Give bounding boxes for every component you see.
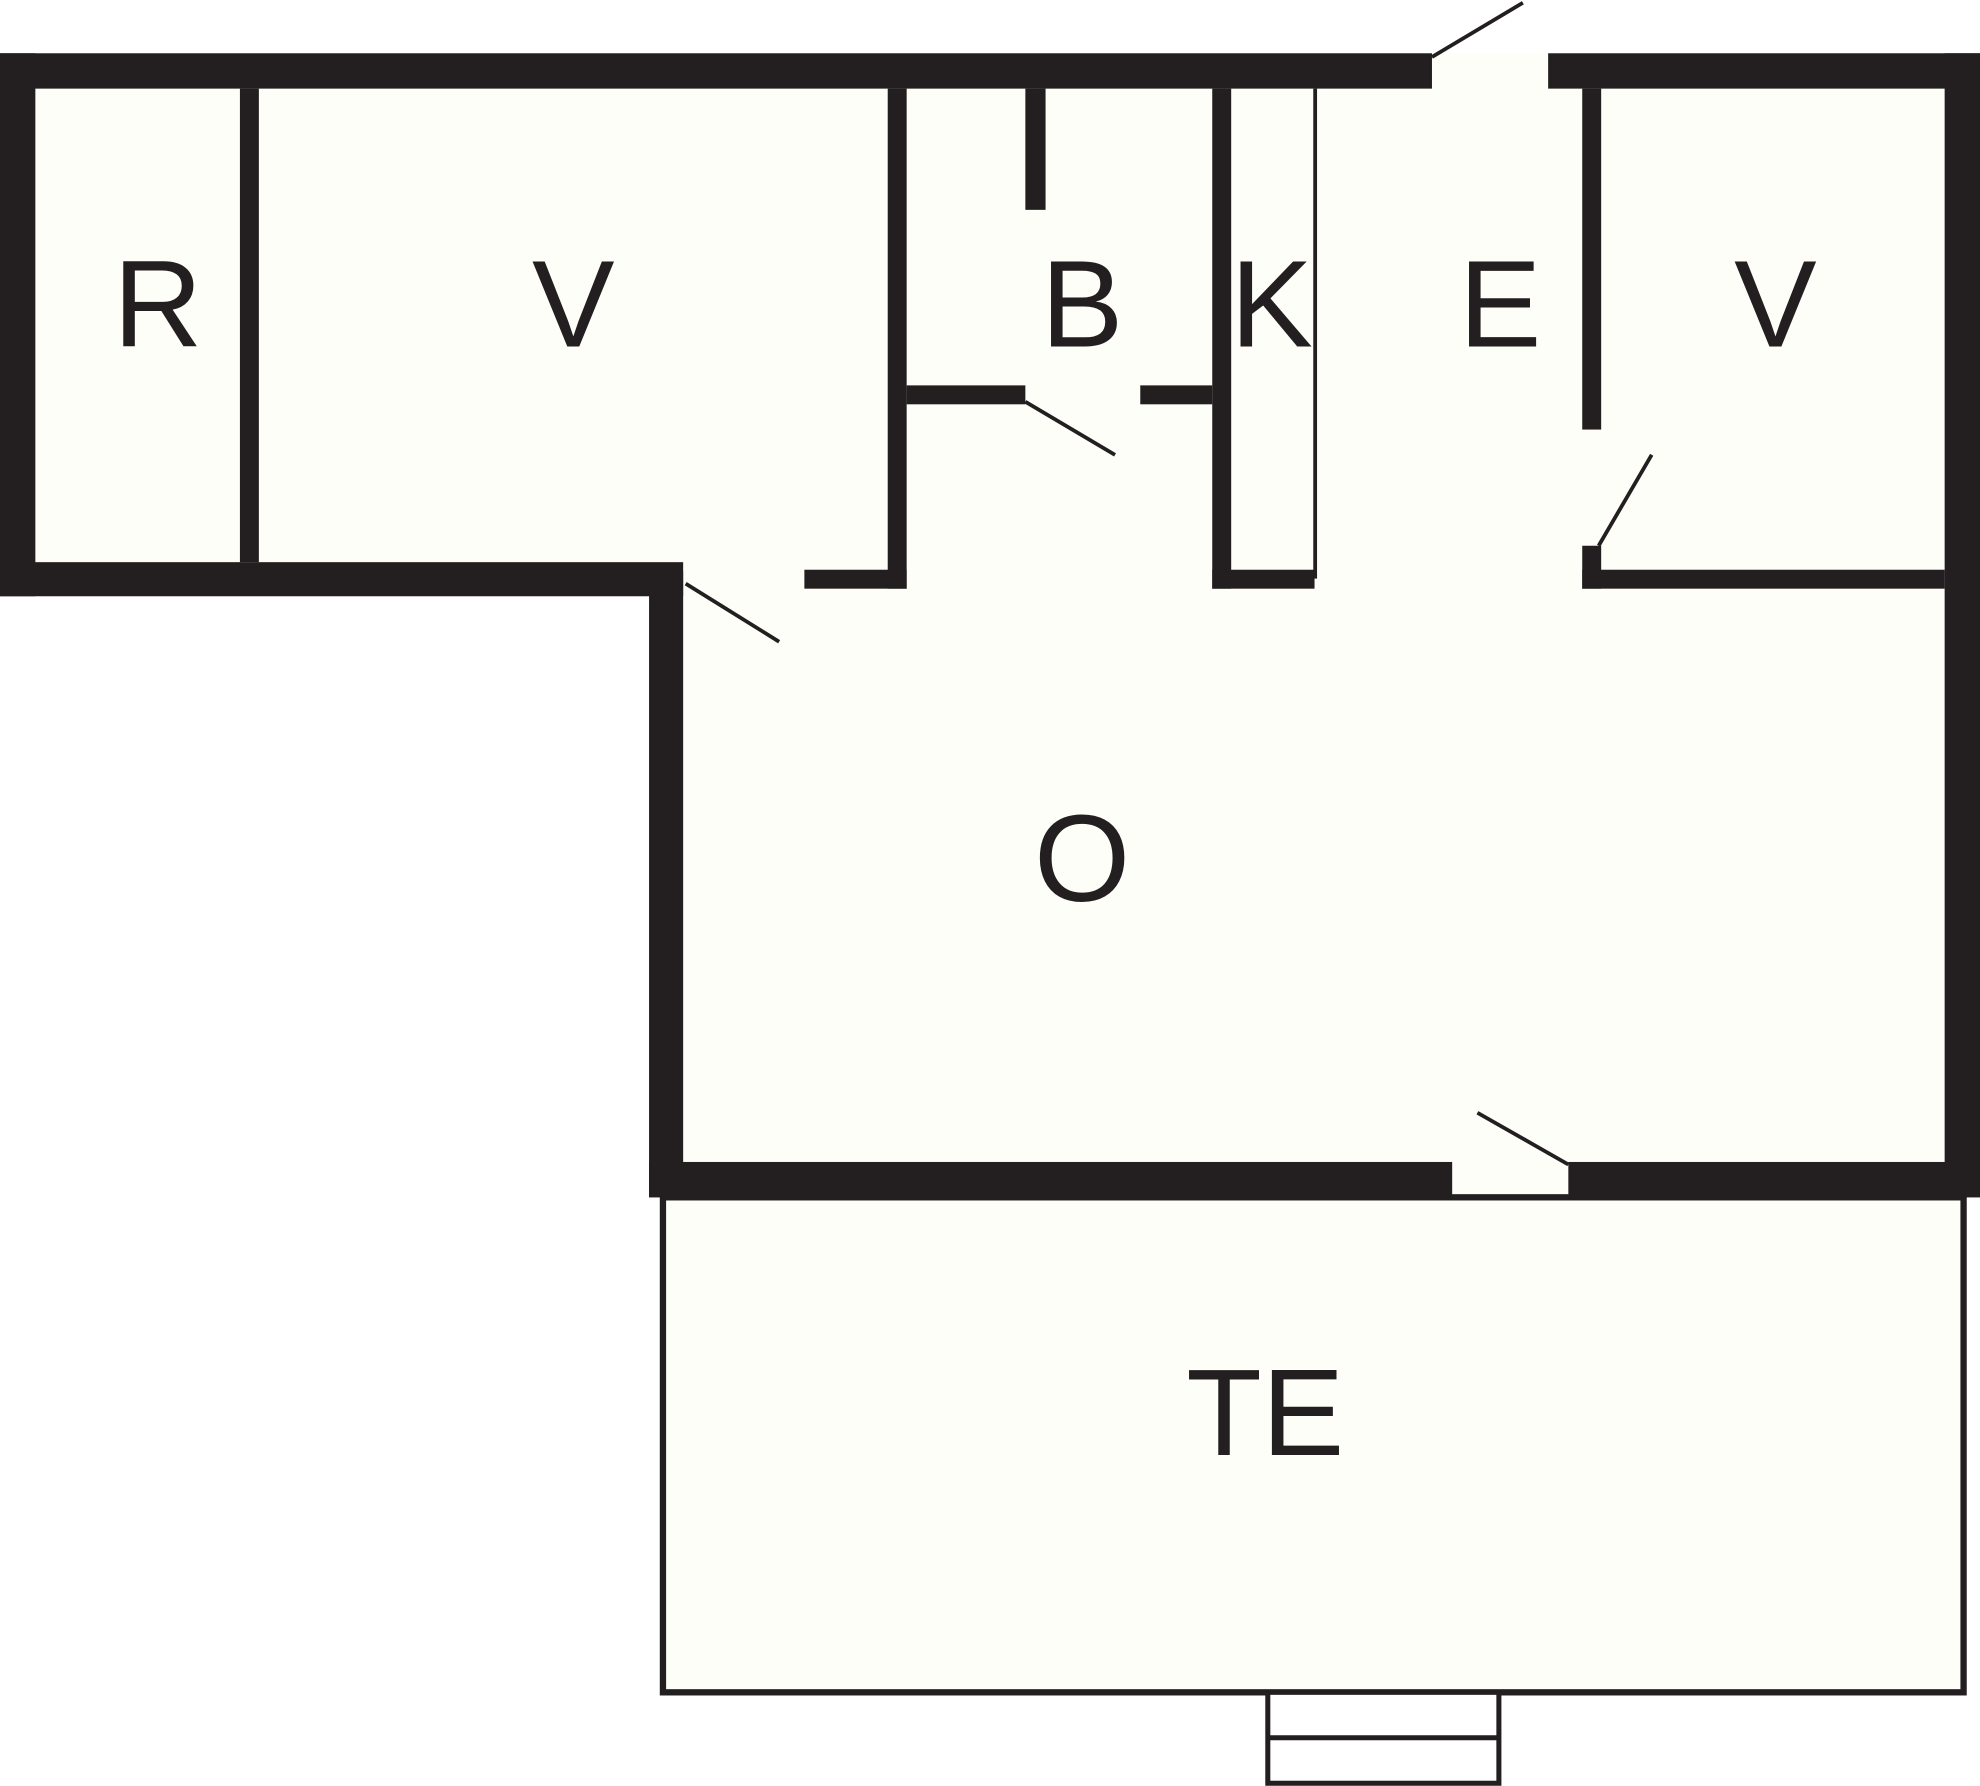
room-label-e: E xyxy=(1459,236,1542,374)
wall-b-stub xyxy=(1025,88,1046,210)
wall-top-left xyxy=(0,53,1432,89)
wall-left xyxy=(0,53,36,597)
wall-b-bottom-right xyxy=(1140,385,1213,405)
wall-r-v xyxy=(239,88,259,563)
wall-living-bottom-left xyxy=(649,1161,1453,1198)
floor-living xyxy=(649,570,1980,1198)
wall-v-bottom xyxy=(804,569,907,589)
wall-b-bottom-left xyxy=(906,385,1026,405)
room-label-r: R xyxy=(113,236,202,374)
wall-living-left xyxy=(649,570,684,1198)
room-label-o: O xyxy=(1034,790,1130,928)
wall-b-k xyxy=(1212,88,1232,589)
wall-v-b xyxy=(887,88,907,589)
wall-living-bottom-right xyxy=(1568,1161,1980,1198)
wall-v-right-bottom xyxy=(1582,569,1945,589)
exterior-area xyxy=(0,596,650,1786)
room-label-k: K xyxy=(1230,236,1313,374)
door-terrace xyxy=(1476,1111,1570,1167)
room-label-te: TE xyxy=(1186,1344,1344,1482)
door-bedroom-right xyxy=(1597,453,1654,547)
wall-right xyxy=(1944,53,1980,1198)
floor-top-wing xyxy=(0,53,1980,597)
door-bathroom xyxy=(1024,400,1116,457)
room-label-v-left: V xyxy=(532,236,615,374)
room-label-b: B xyxy=(1041,236,1124,374)
door-bedroom-left xyxy=(684,582,781,644)
wall-k-right-thin xyxy=(1313,88,1318,579)
wall-k-bottom xyxy=(1212,569,1315,589)
room-label-v-right: V xyxy=(1734,236,1817,374)
door-entrance xyxy=(1430,1,1524,59)
terrace-area xyxy=(659,1194,1967,1696)
wall-wing-bottom xyxy=(0,562,684,597)
wall-e-v-upper xyxy=(1582,88,1602,430)
wall-top-right xyxy=(1548,53,1980,89)
